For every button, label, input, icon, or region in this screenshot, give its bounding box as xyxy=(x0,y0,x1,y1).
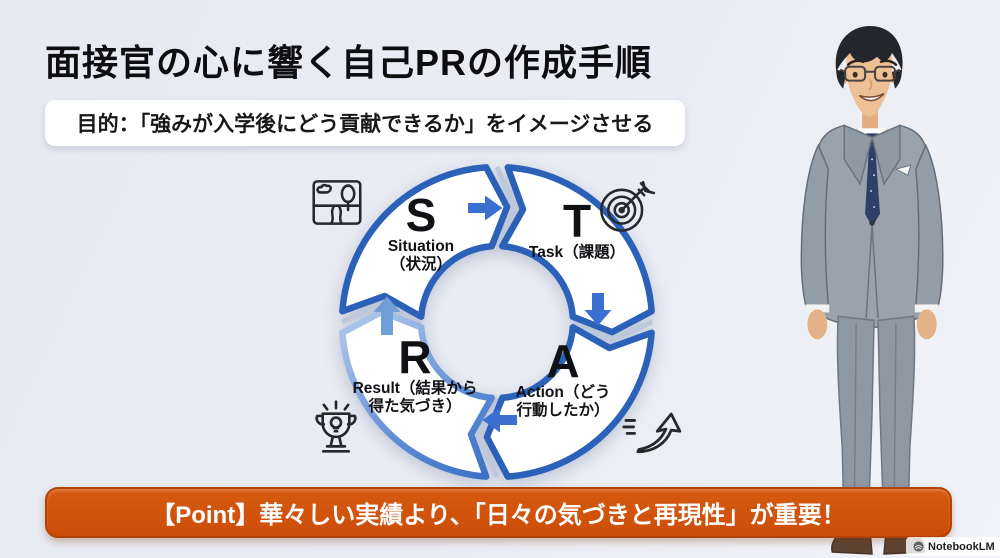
star-item-result: R Result（結果から 得た気づき） xyxy=(340,334,490,416)
segment-result xyxy=(339,308,495,480)
page-title: 面接官の心に響く自己PRの作成手順 xyxy=(45,42,653,83)
purpose-text: 目的：「強みが入学後にどう貢献できるか」をイメージさせる xyxy=(76,113,654,136)
scenery-icon xyxy=(312,180,362,225)
segment-situation xyxy=(339,164,511,320)
action-arrow-icon xyxy=(622,412,682,454)
notebooklm-watermark: NotebookLM xyxy=(906,537,1000,556)
segment-action xyxy=(483,324,655,480)
presenter-illustration xyxy=(800,25,944,555)
point-banner: 【Point】華々しい実績より、「日々の気づきと再現性」が重要！ xyxy=(45,487,952,538)
trophy-icon xyxy=(315,400,357,453)
flow-arrow-right-icon xyxy=(468,195,503,221)
star-item-action: A Action（どう 行動したか） xyxy=(488,338,638,420)
purpose-box: 目的：「強みが入学後にどう貢献できるか」をイメージさせる xyxy=(45,100,685,146)
flow-arrow-up-icon xyxy=(373,296,401,335)
watermark-label: NotebookLM xyxy=(928,540,995,553)
segment-task xyxy=(499,164,655,336)
star-item-task: T Task（課題） xyxy=(497,198,657,262)
flow-arrow-left-icon xyxy=(482,407,517,433)
letter-t: T xyxy=(562,195,592,247)
target-icon xyxy=(600,181,656,232)
letter-a: A xyxy=(546,335,580,387)
letter-r: R xyxy=(398,331,432,383)
point-banner-text: 【Point】華々しい実績より、「日々の気づきと再現性」が重要！ xyxy=(151,502,846,529)
notebooklm-icon xyxy=(913,541,924,552)
star-cycle-diagram xyxy=(339,164,655,480)
star-item-situation: S Situation （状況） xyxy=(346,192,496,274)
glasses-icon xyxy=(839,65,901,82)
letter-s: S xyxy=(405,189,437,241)
flow-arrow-down-icon xyxy=(584,293,612,326)
